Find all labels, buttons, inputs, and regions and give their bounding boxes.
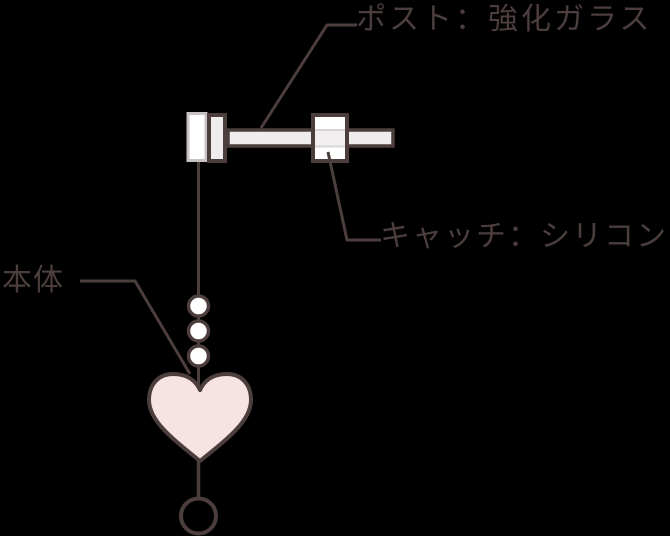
bottom-ring-shape (179, 496, 218, 536)
chain-bead (186, 344, 211, 368)
heart-body-shape (147, 372, 253, 463)
catch-band-shape (313, 130, 347, 147)
label-body: 本体 (2, 264, 64, 297)
post-bar-shape (226, 128, 395, 148)
label-catch-material: キャッチ：シリコン (380, 220, 668, 253)
post-end-plate-shape (186, 112, 208, 162)
label-post-material: ポスト：強化ガラス (356, 3, 653, 36)
chain-bead (186, 294, 211, 318)
leader-line-post (259, 23, 357, 129)
leader-line-body (80, 279, 192, 375)
leader-line-catch (326, 151, 381, 242)
chain-bead (186, 319, 211, 343)
post-flange-shape (207, 113, 227, 163)
